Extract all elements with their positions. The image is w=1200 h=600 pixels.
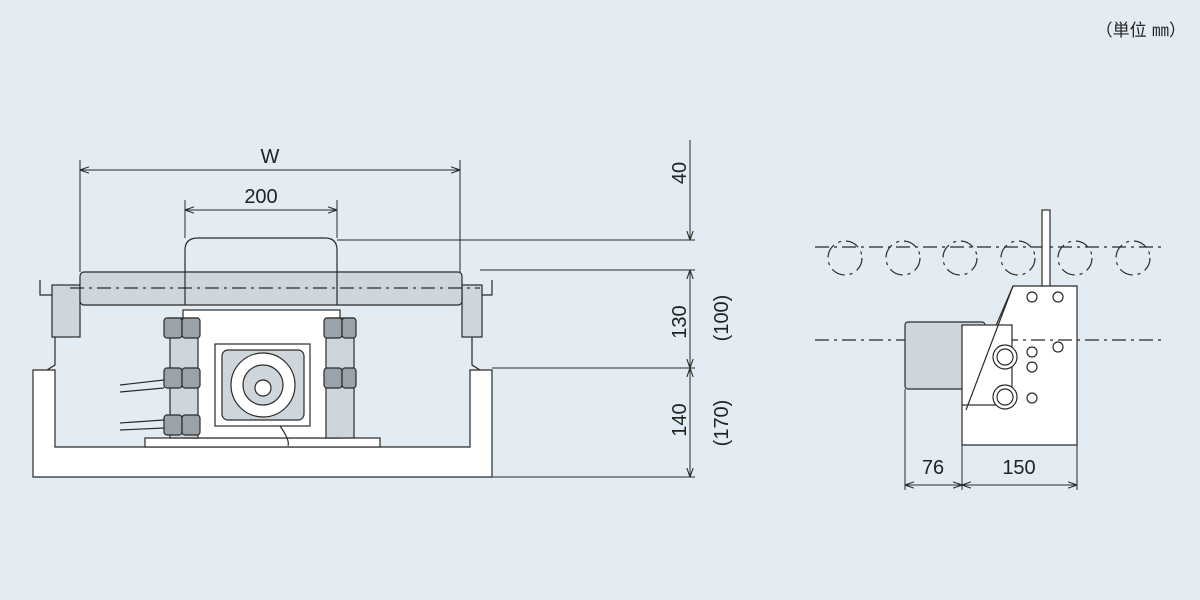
side-view-dimensions: 76 150 xyxy=(904,389,1078,490)
front-view-dimensions: W 200 40 130 (100) 140 (170) xyxy=(79,140,733,478)
dim-frame-height-ref: (100) xyxy=(711,295,733,342)
dim-width: W xyxy=(261,146,280,168)
unit-label: （単位 ㎜） xyxy=(1095,21,1186,41)
dim-base-height-ref: (170) xyxy=(711,400,733,447)
dim-motor-protrusion: 76 xyxy=(922,457,944,479)
dim-base-height: 140 xyxy=(669,403,691,436)
side-view xyxy=(815,209,1165,446)
roller-circles xyxy=(827,240,1151,276)
bolts xyxy=(163,317,357,436)
motor-cable xyxy=(279,425,289,447)
left-bracket xyxy=(51,284,81,338)
dim-top-clearance: 40 xyxy=(669,162,691,184)
cable-lower xyxy=(119,419,165,424)
drive-belt xyxy=(184,237,338,305)
drive-base-plate xyxy=(144,437,381,448)
right-bracket xyxy=(461,284,483,338)
front-view xyxy=(32,237,493,478)
cable-upper xyxy=(119,379,165,386)
motor-shaft xyxy=(254,379,272,397)
dim-frame-height: 130 xyxy=(669,305,691,338)
dim-drive-width: 200 xyxy=(244,186,277,208)
dim-side-width: 150 xyxy=(1002,457,1035,479)
